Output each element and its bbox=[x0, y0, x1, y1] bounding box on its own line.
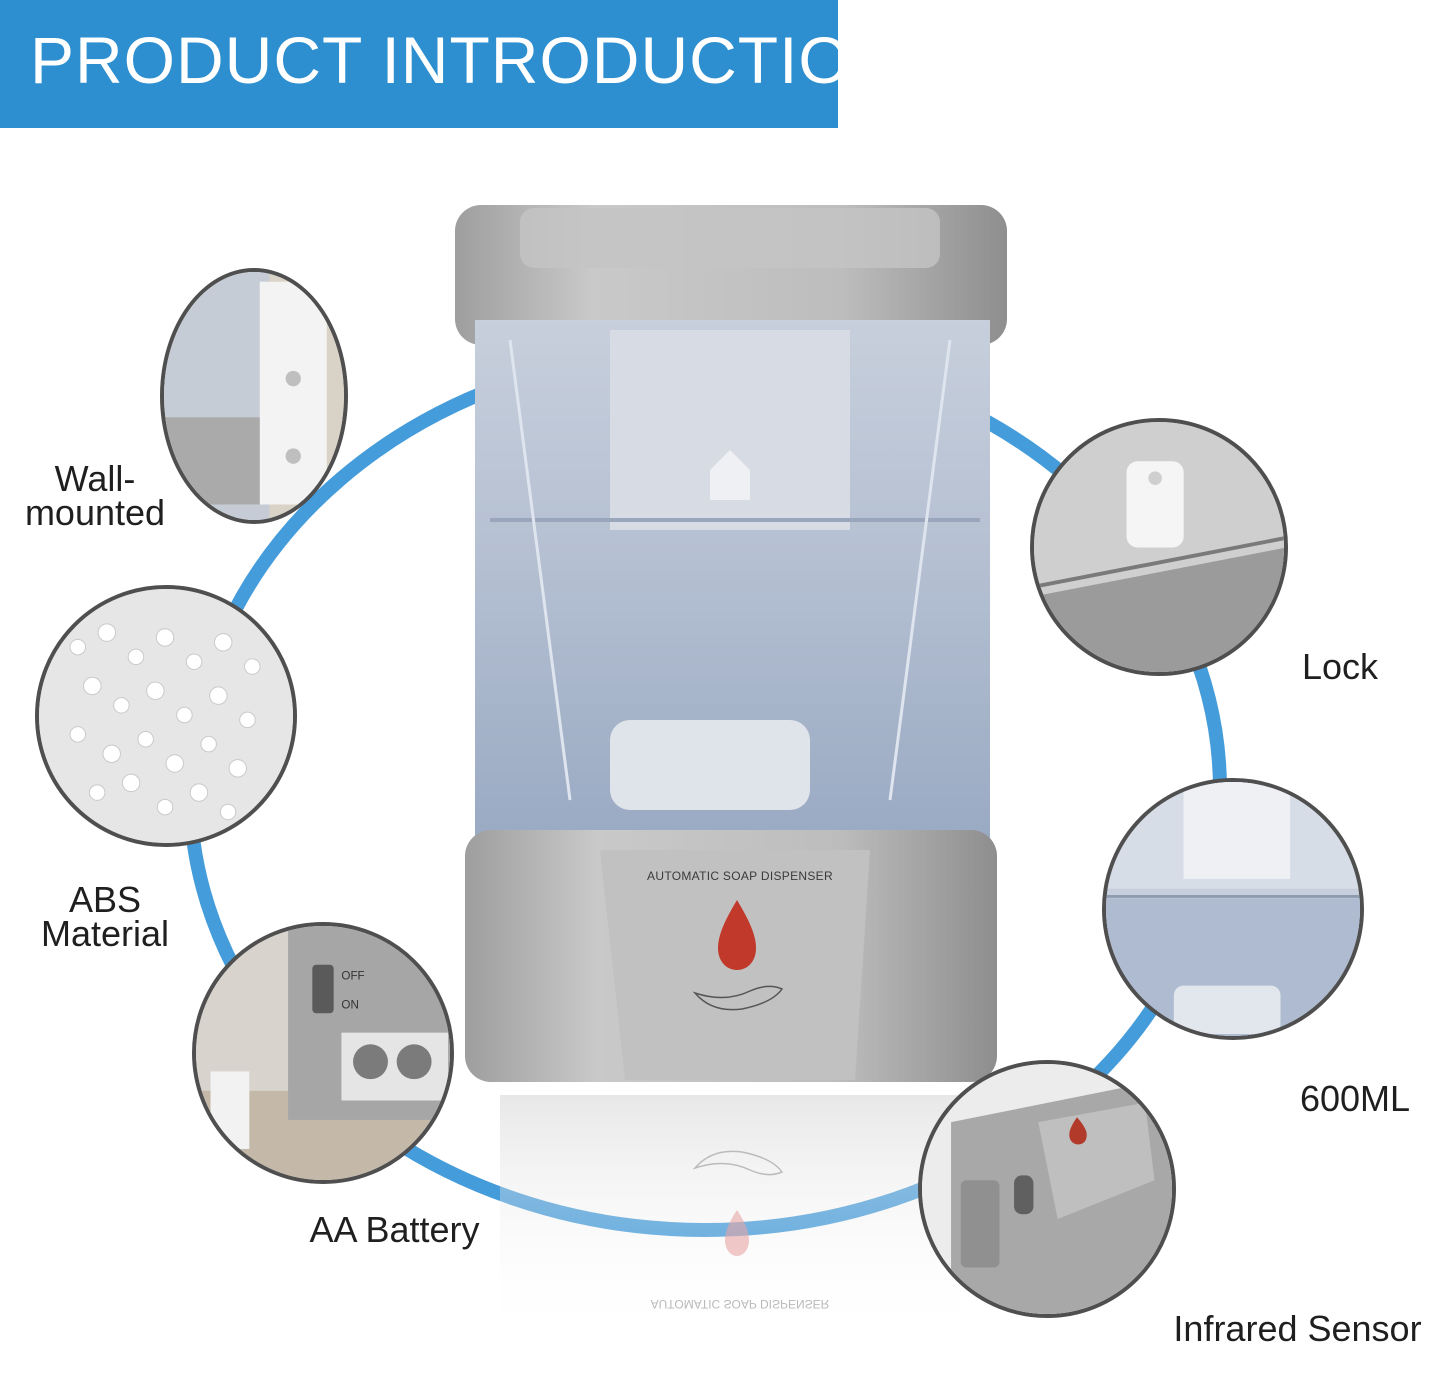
page-title: PRODUCT INTRODUCTION bbox=[30, 23, 900, 97]
hand-sensor-icon bbox=[692, 985, 784, 1011]
feature-circle-wall-mounted bbox=[160, 268, 348, 524]
title-banner: PRODUCT INTRODUCTION bbox=[0, 0, 898, 128]
soap-dispenser-image: AUTOMATIC SOAP DISPENSER AUTOMATIC SOAP … bbox=[455, 205, 1007, 1345]
svg-text:OFF: OFF bbox=[341, 969, 364, 982]
front-panel-label: AUTOMATIC SOAP DISPENSER bbox=[647, 869, 833, 883]
feature-label-aa-battery: AA Battery bbox=[309, 1209, 480, 1250]
svg-text:AUTOMATIC SOAP DISPENSER: AUTOMATIC SOAP DISPENSER bbox=[651, 1297, 830, 1311]
feature-label-lock: Lock bbox=[1301, 646, 1379, 687]
infrared-drop-icon bbox=[718, 900, 756, 970]
feature-label-600ml: 600ML bbox=[1299, 1078, 1411, 1119]
feature-circle-abs-material bbox=[35, 585, 297, 847]
feature-label-infrared-sensor: Infrared Sensor bbox=[1173, 1308, 1422, 1349]
lock-tab-icon bbox=[1125, 460, 1185, 549]
feature-label-wall-mounted: Wall- mounted bbox=[24, 458, 166, 533]
svg-text:ON: ON bbox=[341, 998, 358, 1011]
feature-circle-infrared-sensor bbox=[918, 1060, 1176, 1318]
feature-label-abs-material: ABS Material bbox=[40, 879, 170, 954]
feature-circle-aa-battery: OFF ON bbox=[192, 922, 454, 1184]
feature-circle-lock bbox=[1030, 418, 1288, 676]
feature-circle-600ml bbox=[1102, 778, 1364, 1040]
